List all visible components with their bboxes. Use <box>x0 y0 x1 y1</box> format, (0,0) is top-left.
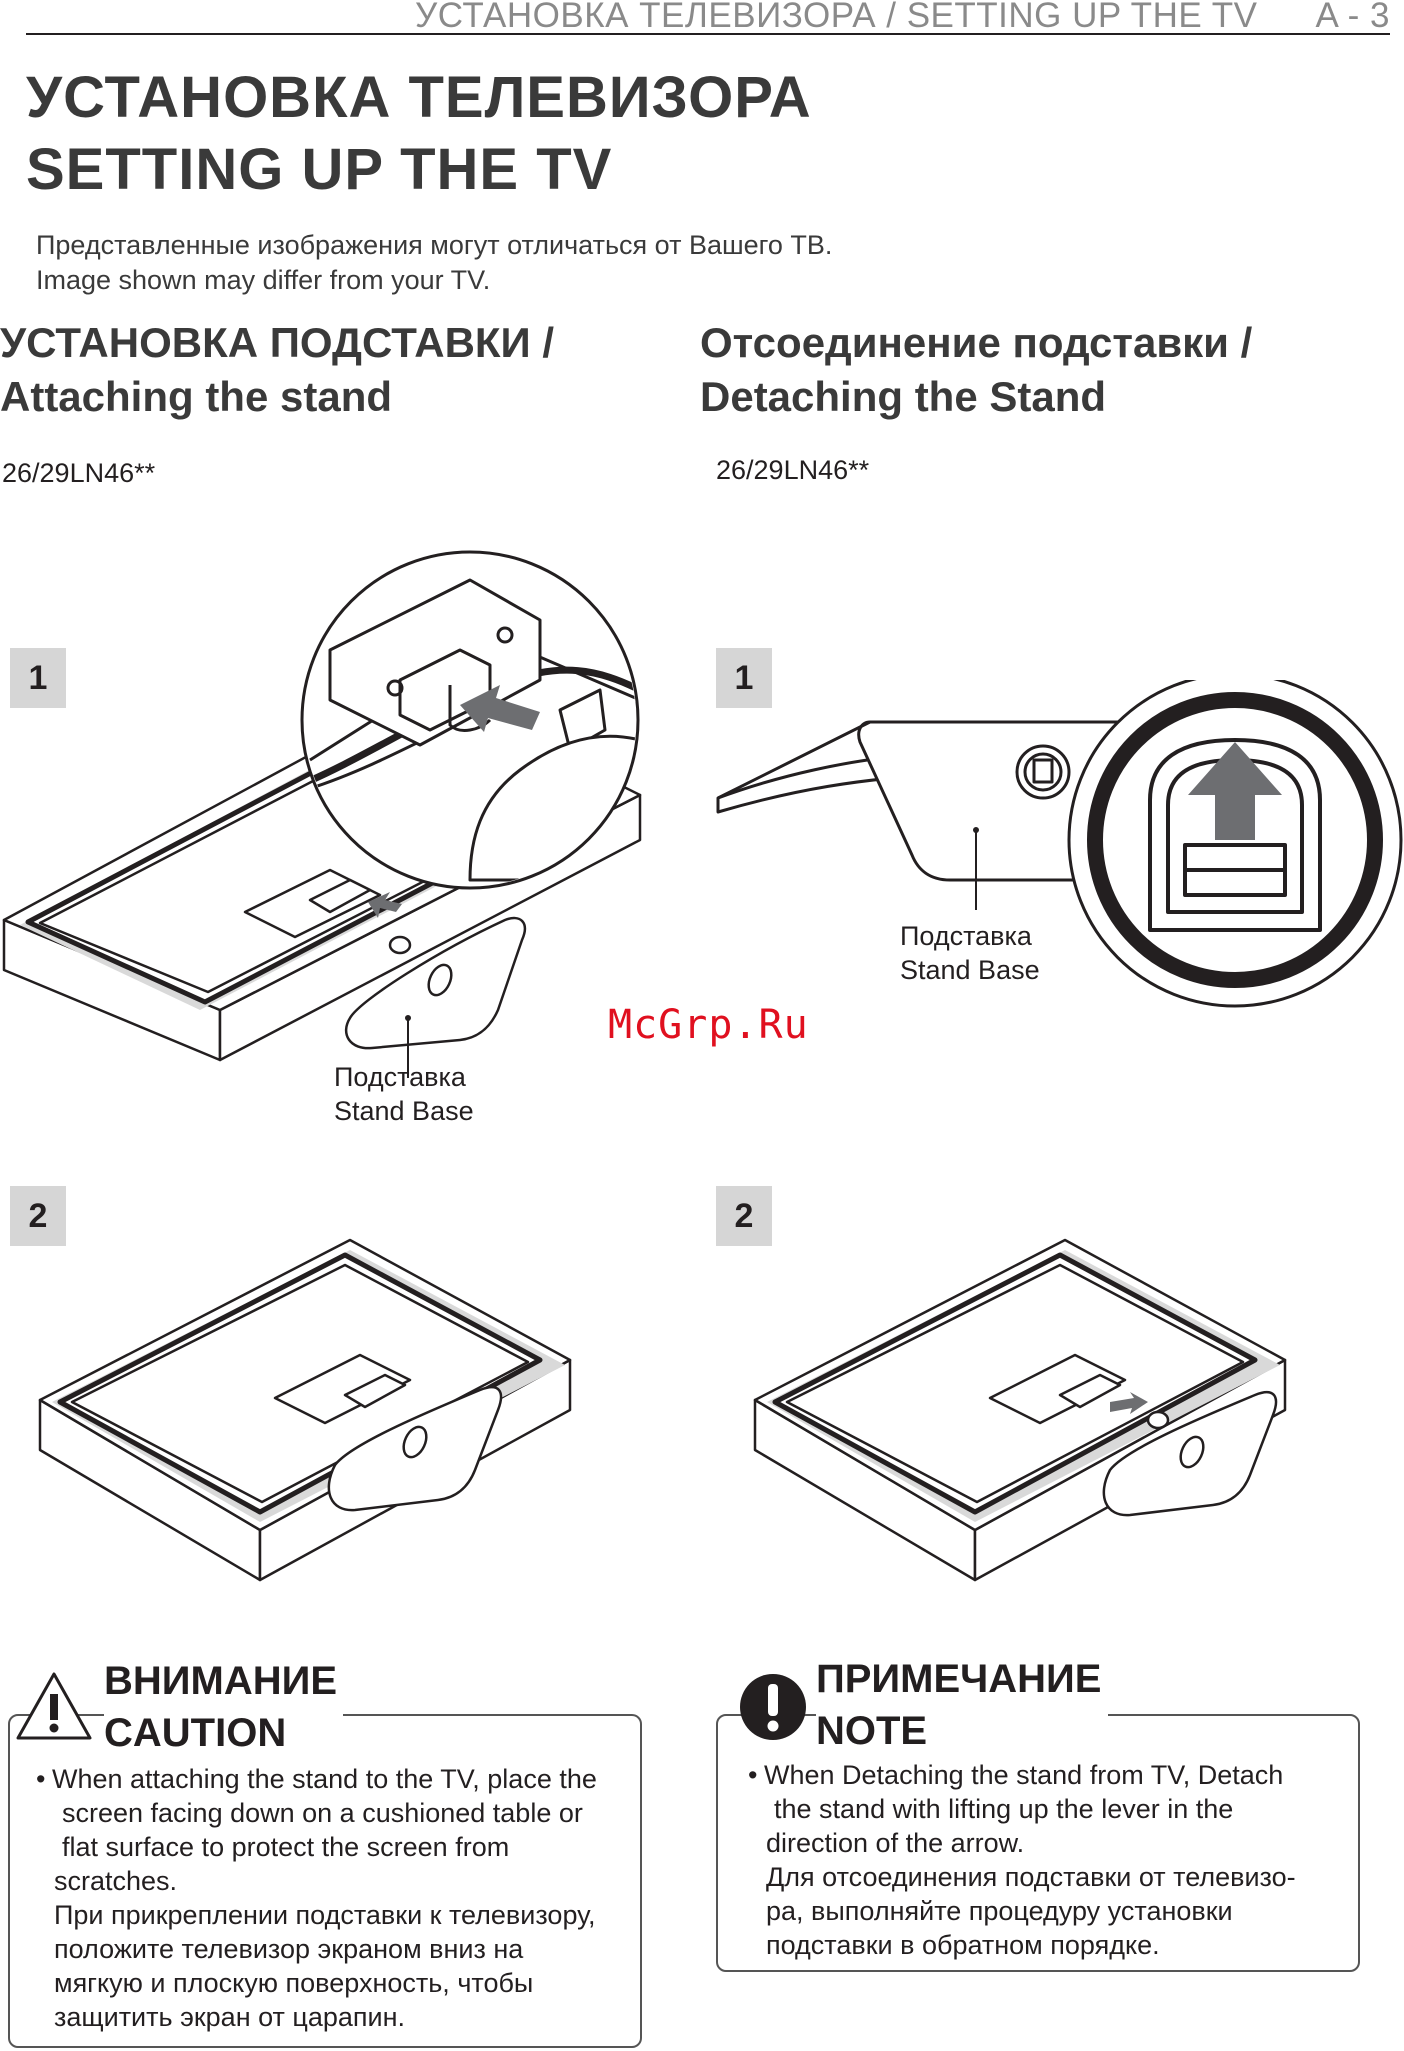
caution-text: •When attaching the stand to the TV, pla… <box>36 1762 597 2034</box>
note-title-en: NOTE <box>816 1709 928 1753</box>
caution-line: положите телевизор экраном вниз на <box>54 1934 524 1964</box>
header-section-title: УСТАНОВКА ТЕЛЕВИЗОРА / SETTING UP THE TV <box>414 0 1258 35</box>
note-line: подставки в обратном порядке. <box>766 1930 1160 1960</box>
exclamation-circle-icon <box>740 1674 806 1740</box>
intro-note-ru: Представленные изображения могут отличат… <box>36 230 833 260</box>
page-title-ru: УСТАНОВКА ТЕЛЕВИЗОРА <box>26 65 812 130</box>
caution-line: мягкую и плоскую поверхность, чтобы <box>54 1968 534 1998</box>
detach-callout-ru: Подставка <box>900 921 1032 951</box>
attach-heading-ru: УСТАНОВКА ПОДСТАВКИ / <box>0 319 555 366</box>
note-line: Для отсоединения подставки от телевизо- <box>766 1862 1296 1892</box>
detach-heading-ru: Отсоединение подставки / <box>700 319 1253 366</box>
attach-step2-illustration <box>38 1238 572 1582</box>
running-header: УСТАНОВКА ТЕЛЕВИЗОРА / SETTING UP THE TV… <box>415 0 1390 36</box>
attach-model-number: 26/29LN46** <box>2 458 156 488</box>
caution-line: При прикреплении подставки к телевизору, <box>54 1900 596 1930</box>
page-number: A - 3 <box>1315 0 1390 35</box>
note-line: •When Detaching the stand from TV, Detac… <box>748 1760 1284 1790</box>
intro-note-en: Image shown may differ from your TV. <box>36 265 491 295</box>
attach-step1-illustration <box>2 550 642 1078</box>
note-line: direction of the arrow. <box>766 1828 1025 1858</box>
detach-step1-illustration <box>716 680 1403 1008</box>
caution-line: screen facing down on a cushioned table … <box>62 1798 583 1828</box>
detach-stand-base-callout: Подставка Stand Base <box>900 919 1040 987</box>
note-title: ПРИМЕЧАНИЕ NOTE <box>816 1653 1108 1757</box>
attach-callout-ru: Подставка <box>334 1062 466 1092</box>
watermark: McGrp.Ru <box>608 1002 809 1048</box>
attach-callout-en: Stand Base <box>334 1096 474 1126</box>
detach-heading-en: Detaching the Stand <box>700 373 1107 420</box>
warning-triangle-icon <box>16 1672 92 1740</box>
note-title-ru: ПРИМЕЧАНИЕ <box>816 1657 1102 1701</box>
caution-line: scratches. <box>54 1866 178 1896</box>
caution-title-en: CAUTION <box>104 1711 287 1755</box>
attach-step2-badge: 2 <box>10 1186 66 1246</box>
note-line: the stand with lifting up the lever in t… <box>774 1794 1234 1824</box>
attach-section-heading: УСТАНОВКА ПОДСТАВКИ / Attaching the stan… <box>0 316 554 424</box>
note-box <box>716 1714 1360 1972</box>
detach-callout-en: Stand Base <box>900 955 1040 985</box>
caution-line: flat surface to protect the screen from <box>62 1832 510 1862</box>
caution-line: защитить экран от царапин. <box>54 2002 406 2032</box>
caution-line: •When attaching the stand to the TV, pla… <box>36 1764 597 1794</box>
detach-step2-badge: 2 <box>716 1186 772 1246</box>
detach-step2-illustration <box>753 1238 1287 1582</box>
header-rule <box>26 33 1390 35</box>
attach-stand-base-callout: Подставка Stand Base <box>334 1060 474 1128</box>
note-line: ра, выполняйте процедуру установки <box>766 1896 1233 1926</box>
detach-model-number: 26/29LN46** <box>716 455 870 485</box>
detach-section-heading: Отсоединение подставки / Detaching the S… <box>700 316 1252 424</box>
caution-box <box>8 1714 642 2048</box>
attach-step1-badge: 1 <box>10 648 66 708</box>
caution-title-ru: ВНИМАНИЕ <box>104 1659 338 1703</box>
note-text: •When Detaching the stand from TV, Detac… <box>748 1758 1296 1962</box>
page-title-en: SETTING UP THE TV <box>26 137 613 202</box>
detach-step1-badge: 1 <box>716 648 772 708</box>
attach-heading-en: Attaching the stand <box>0 373 393 420</box>
caution-title: ВНИМАНИЕ CAUTION <box>104 1655 344 1759</box>
